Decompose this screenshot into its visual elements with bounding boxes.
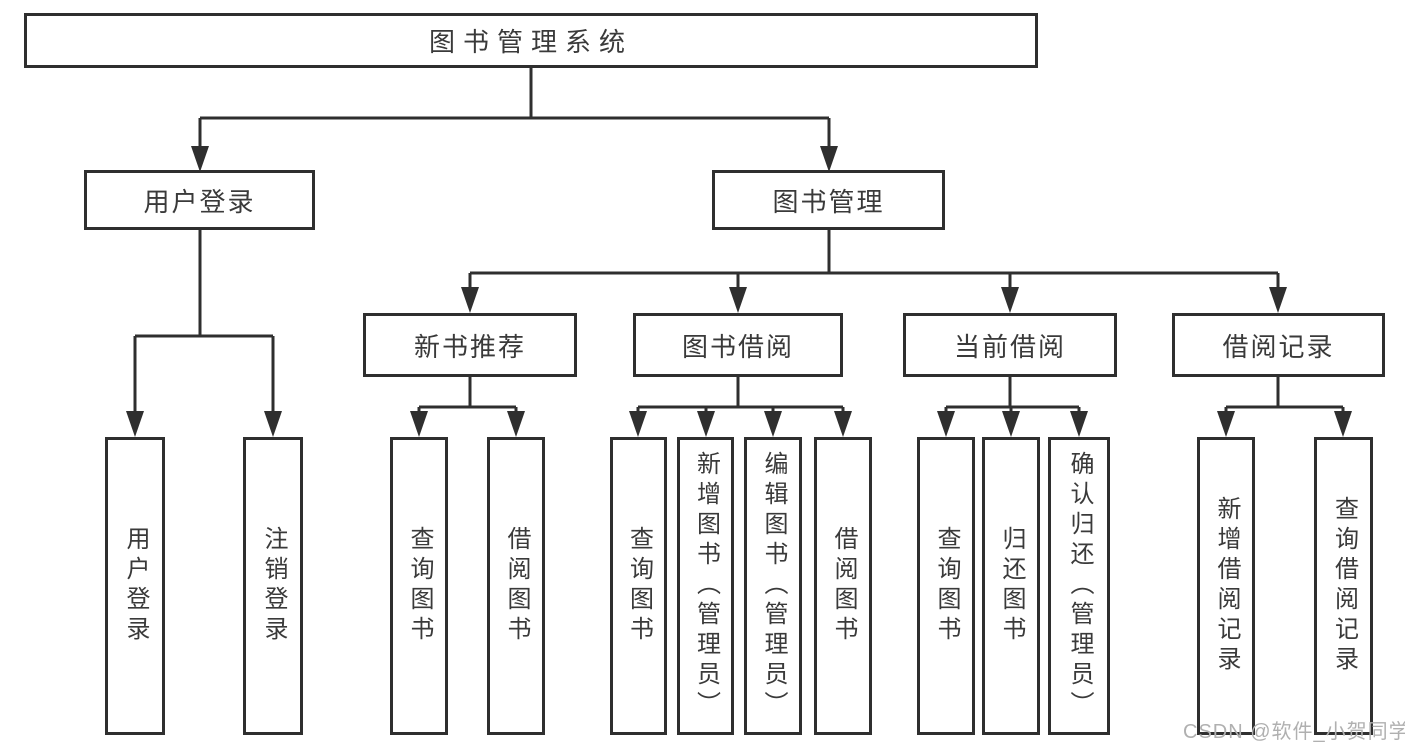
leaf-label: 新增图书（管理员） [692, 451, 720, 721]
leaf-label: 查询图书 [625, 526, 653, 646]
node-label: 图书借阅 [681, 331, 794, 362]
leaf-label: 注销登录 [260, 526, 287, 646]
leaf-return-books: 归还图书 [982, 437, 1040, 735]
leaf-user-login: 用户登录 [105, 437, 165, 735]
node-library-system: 图书管理系统 [24, 13, 1038, 68]
node-borrow-records: 借阅记录 [1172, 313, 1385, 377]
leaf-label: 查询图书 [933, 526, 960, 646]
node-user-login: 用户登录 [84, 170, 315, 230]
leaf-label: 借阅图书 [503, 526, 530, 646]
node-label: 用户登录 [143, 186, 256, 217]
leaf-query-books-borrow: 查询图书 [610, 437, 667, 735]
csdn-watermark: CSDN @软件_小贺同学 [1183, 721, 1405, 743]
leaf-query-books-recommend: 查询图书 [390, 437, 448, 735]
node-label: 图书管理 [772, 186, 885, 217]
node-book-borrow: 图书借阅 [633, 313, 843, 377]
leaf-edit-book-admin: 编辑图书（管理员） [744, 437, 802, 735]
leaf-add-book-admin: 新增图书（管理员） [677, 437, 734, 735]
leaf-label: 用户登录 [122, 526, 149, 646]
leaf-label: 查询借阅记录 [1330, 496, 1358, 676]
leaf-label: 确认归还（管理员） [1066, 451, 1093, 721]
node-label: 当前借阅 [953, 331, 1066, 362]
node-new-book-recommend: 新书推荐 [363, 313, 577, 377]
node-current-borrow: 当前借阅 [903, 313, 1117, 377]
node-label: 借阅记录 [1222, 331, 1335, 362]
leaf-borrow-books: 借阅图书 [814, 437, 872, 735]
leaf-label: 归还图书 [998, 526, 1025, 646]
leaf-label: 新增借阅记录 [1213, 496, 1240, 676]
leaf-label: 查询图书 [406, 526, 433, 646]
leaf-add-borrow-record: 新增借阅记录 [1197, 437, 1255, 735]
node-label: 图书管理系统 [428, 27, 633, 57]
node-book-management: 图书管理 [712, 170, 945, 230]
leaf-label: 借阅图书 [830, 526, 857, 646]
node-label: 新书推荐 [413, 331, 526, 362]
leaf-borrow-books-recommend: 借阅图书 [487, 437, 545, 735]
leaf-label: 编辑图书（管理员） [760, 451, 787, 721]
leaf-query-borrow-record: 查询借阅记录 [1314, 437, 1373, 735]
leaf-query-books-current: 查询图书 [917, 437, 975, 735]
leaf-confirm-return-admin: 确认归还（管理员） [1048, 437, 1110, 735]
leaf-logout-login: 注销登录 [243, 437, 303, 735]
